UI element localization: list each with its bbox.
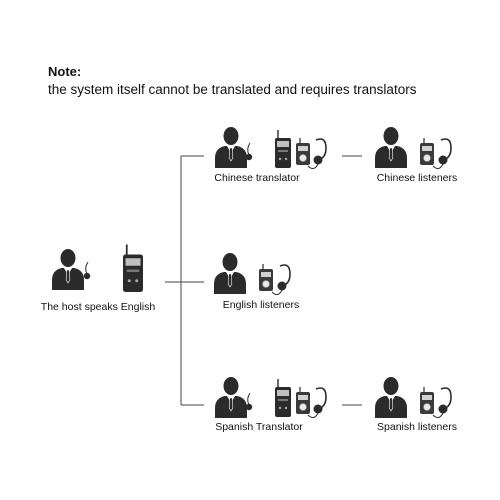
- spanish-listeners-label: Spanish listeners: [377, 421, 457, 433]
- headset-icon: [432, 138, 452, 170]
- chinese-translator-node: [214, 126, 327, 170]
- english-listeners-label: English listeners: [222, 299, 300, 311]
- microphone-icon: [245, 142, 253, 161]
- chinese-listeners-label: Chinese listeners: [376, 172, 458, 184]
- transmitter-icon: [274, 378, 292, 418]
- connector-lines: [165, 155, 362, 406]
- headset-icon: [307, 138, 327, 170]
- note-text: the system itself cannot be translated a…: [48, 82, 417, 97]
- spanish-listeners-node: [374, 376, 452, 419]
- person-icon: [214, 376, 248, 419]
- host-label: The host speaks English: [40, 301, 156, 313]
- receiver-icon: [295, 137, 311, 166]
- spanish-translator-label: Spanish Translator: [215, 421, 303, 433]
- receiver-icon: [419, 137, 435, 166]
- transmitter-icon: [122, 243, 144, 293]
- chinese-listeners-node: [374, 126, 452, 170]
- headset-icon: [307, 387, 327, 419]
- headset-icon: [271, 264, 291, 296]
- english-listeners-node: [213, 252, 291, 296]
- person-icon: [51, 248, 85, 291]
- note-title: Note:: [48, 64, 82, 79]
- headset-icon: [432, 387, 452, 419]
- spanish-translator-node: [214, 376, 327, 419]
- receiver-icon: [419, 386, 435, 415]
- transmitter-icon: [274, 129, 292, 169]
- chinese-translator-label: Chinese translator: [214, 172, 300, 184]
- receiver-icon: [258, 263, 274, 292]
- microphone-icon: [83, 261, 91, 280]
- person-icon: [374, 376, 408, 419]
- host-node: [51, 243, 144, 293]
- receiver-icon: [295, 386, 311, 415]
- person-icon: [374, 126, 408, 169]
- person-icon: [213, 252, 247, 295]
- person-icon: [214, 126, 248, 169]
- microphone-icon: [245, 392, 253, 411]
